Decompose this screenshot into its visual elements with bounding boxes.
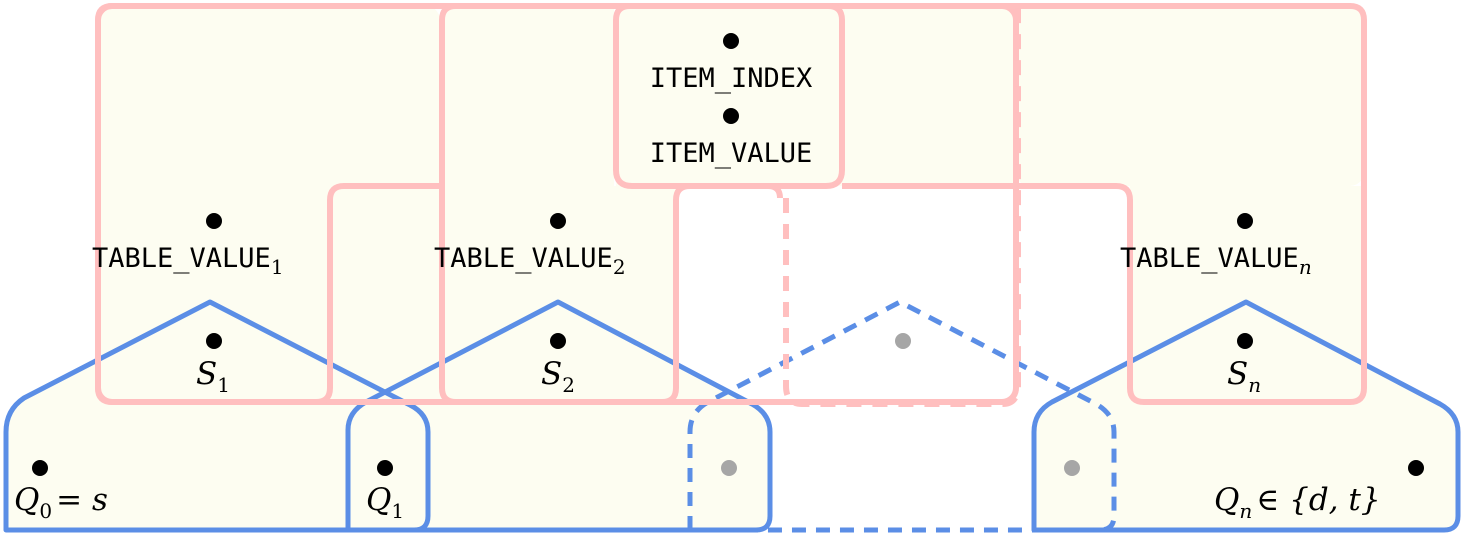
node-ghost-q-right — [1064, 460, 1080, 476]
node-ghost-s — [895, 333, 911, 349]
bag-middle-fill — [442, 6, 614, 186]
label-s2-sub: 2 — [562, 373, 575, 397]
house-left-fill — [6, 302, 428, 530]
label-sn-sub: n — [1248, 373, 1261, 397]
bag-elided-dashed — [783, 6, 1021, 407]
label-qn: Qn∈ {d, t} — [1214, 482, 1381, 523]
bag-item — [613, 3, 845, 189]
bag-left-fill — [98, 6, 440, 402]
label-table-value-2: TABLE_VALUE2 — [434, 243, 626, 279]
node-q0 — [32, 460, 48, 476]
label-qn-sub: n — [1239, 499, 1252, 523]
node-s1 — [206, 333, 222, 349]
bag-right-top-fill — [1016, 6, 1364, 186]
node-sn — [1237, 333, 1253, 349]
label-s2: S2 — [541, 356, 575, 397]
node-item-value — [723, 108, 739, 124]
nodes — [32, 33, 1424, 476]
house-left — [3, 299, 431, 533]
bag-table-1 — [95, 3, 1016, 405]
blue-bags — [3, 299, 1461, 533]
node-qn — [1408, 460, 1424, 476]
label-qn-rhs: ∈ {d, t} — [1256, 482, 1380, 518]
label-table-value-n-sub: n — [1299, 255, 1312, 279]
label-q0-sub: 0 — [39, 499, 52, 523]
label-q0-rhs: = s — [56, 482, 108, 518]
label-s1: S1 — [196, 356, 230, 397]
node-table-value-1 — [206, 213, 222, 229]
label-table-value-1-text: TABLE_VALUE — [92, 243, 271, 274]
label-table-value-2-text: TABLE_VALUE — [434, 243, 613, 274]
label-table-value-n: TABLE_VALUEn — [1120, 243, 1312, 279]
label-q0: Q0= s — [14, 482, 108, 523]
label-item-value: ITEM_VALUE — [650, 138, 813, 169]
label-sn: Sn — [1227, 356, 1261, 397]
bag-top-fill — [616, 6, 1016, 186]
labels: ITEM_INDEX ITEM_VALUE TABLE_VALUE1 TABLE… — [14, 63, 1381, 523]
node-table-value-2 — [550, 213, 566, 229]
node-table-value-n — [1237, 213, 1253, 229]
label-sn-text: S — [1227, 356, 1248, 392]
label-q1: Q1 — [366, 482, 404, 523]
house-right — [1031, 299, 1461, 533]
label-qn-text: Q — [1214, 482, 1239, 518]
label-q0-text: Q — [14, 482, 39, 518]
bag-table-n — [842, 3, 1367, 405]
label-item-index: ITEM_INDEX — [650, 63, 813, 94]
label-table-value-1-sub: 1 — [271, 255, 284, 279]
node-s2 — [550, 333, 566, 349]
label-q1-text: Q — [366, 482, 391, 518]
label-s1-text: S — [196, 356, 217, 392]
house-dashed — [687, 299, 1117, 533]
pink-dashed — [783, 6, 1021, 407]
label-s1-sub: 1 — [217, 373, 230, 397]
bag-top-left-corner — [95, 3, 113, 21]
node-ghost-q-left — [721, 460, 737, 476]
label-s2-text: S — [541, 356, 562, 392]
label-table-value-n-text: TABLE_VALUE — [1120, 243, 1299, 274]
node-item-index — [723, 33, 739, 49]
node-q1 — [377, 460, 393, 476]
label-q1-sub: 1 — [391, 499, 404, 523]
label-table-value-2-sub: 2 — [613, 255, 626, 279]
house-middle — [345, 299, 773, 533]
label-table-value-1: TABLE_VALUE1 — [92, 243, 284, 279]
